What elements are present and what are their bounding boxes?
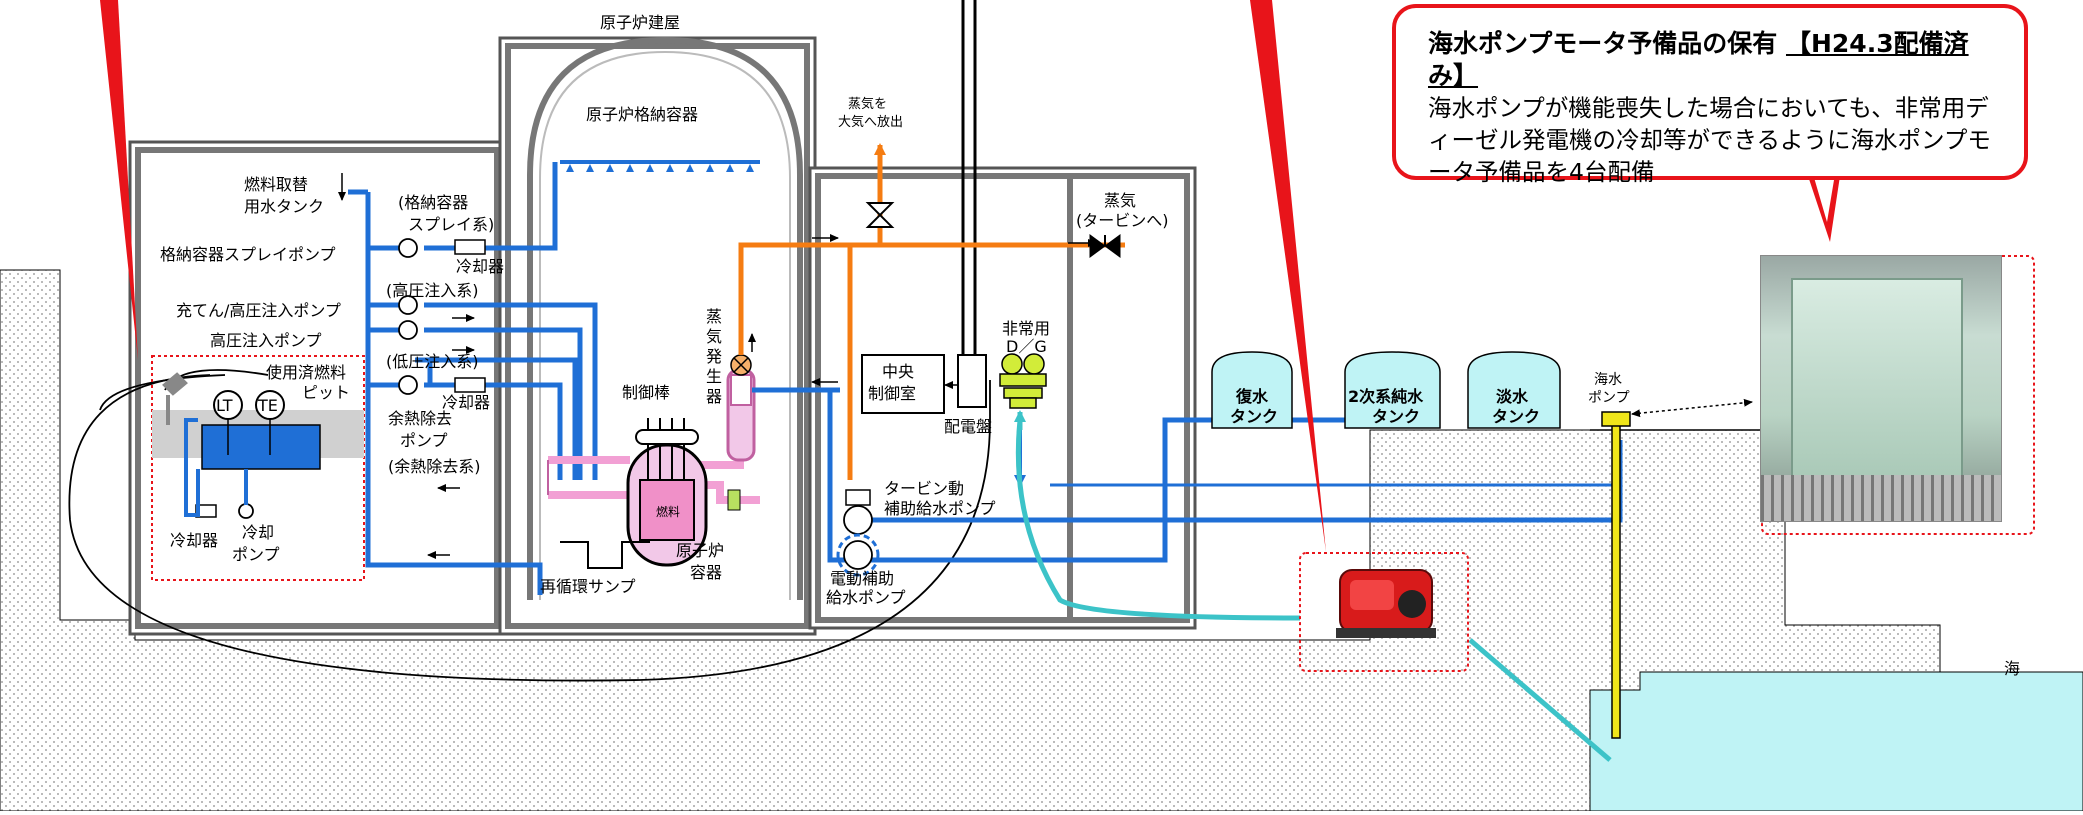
callout-box: 海水ポンプモータ予備品の保有 【H24.3配備済み】 海水ポンプが機能喪失した場…	[1392, 4, 2028, 180]
hpi-system-label: (高圧注入系)	[386, 281, 479, 300]
callout-title: 海水ポンプモータ予備品の保有	[1428, 29, 1777, 58]
control-rods-label: 制御棒	[622, 383, 670, 402]
turbine-afw-label-2: 補助給水ポンプ	[884, 499, 996, 518]
spray-cooler-label: 冷却器	[456, 257, 504, 276]
portable-pump-image	[1336, 570, 1436, 638]
motor-spare-photo	[1760, 255, 2002, 522]
fresh-water-tank-label-2: タンク	[1492, 407, 1540, 426]
motor-afw-label-2: 給水ポンプ	[826, 588, 906, 607]
seawater-pump-column	[1612, 420, 1620, 738]
reactor-vessel-label-2: 容器	[690, 563, 722, 582]
pool-cooler-label: 冷却器	[170, 531, 218, 550]
reactor-building-label: 原子炉建屋	[600, 13, 680, 32]
seawater-pump-label-2: ポンプ	[1588, 390, 1630, 406]
pure-water-tank-label-1: 2次系純水	[1348, 387, 1424, 406]
sg-label-1: 気	[706, 327, 722, 346]
switchboard-label: 配電盤	[944, 417, 992, 436]
motor-link-arrow	[1632, 402, 1752, 414]
dg-label-2: D／G	[1006, 337, 1047, 356]
condensate-tank-label-1: 復水	[1235, 387, 1269, 406]
sg-label-2: 発	[706, 347, 722, 366]
switchboard	[958, 355, 986, 407]
charging-hpi-pump-label: 充てん/高圧注入ポンプ	[176, 301, 341, 320]
hpi-pump-label: 高圧注入ポンプ	[210, 331, 322, 350]
spray-system-label-1: (格納容器	[398, 193, 468, 212]
refueling-tank-label-1: 燃料取替	[244, 175, 308, 194]
steam-turbine-label-1: 蒸気	[1104, 191, 1136, 210]
callout-body: 海水ポンプが機能喪失した場合においても、非常用ディーゼル発電機の冷却等ができるよ…	[1428, 92, 1998, 188]
steam-release-label-1: 蒸気を	[848, 96, 887, 112]
seawater-pump-label-1: 海水	[1594, 372, 1622, 388]
control-room-label-1: 中央	[882, 362, 914, 381]
sg-label-4: 器	[706, 387, 722, 406]
lpi-system-label: (低圧注入系)	[386, 352, 479, 371]
pool-pump-label-1: 冷却	[242, 523, 274, 542]
spent-fuel-pool	[202, 425, 320, 469]
turbine-afw-label-1: タービン動	[884, 479, 964, 498]
rhr-pump-label-1: 余熱除去	[388, 409, 452, 428]
motor-afw-label-1: 電動補助	[830, 569, 894, 588]
steam-turbine-label-2: (タービンへ)	[1076, 211, 1169, 230]
sg-label-3: 生	[706, 367, 722, 386]
condensate-tank-label-2: タンク	[1230, 407, 1278, 426]
refueling-tank-label-2: 用水タンク	[244, 197, 324, 216]
sg-label-0: 蒸	[706, 307, 722, 326]
rhr-pump-label-2: ポンプ	[400, 431, 448, 450]
fresh-water-tank-label-1: 淡水	[1496, 387, 1529, 406]
reactor-vessel-label-1: 原子炉	[676, 541, 724, 560]
sea-label: 海	[2004, 659, 2020, 678]
red-pointer-center	[1250, 0, 1326, 552]
fuel-label: 燃料	[656, 504, 680, 519]
lt-label: LT	[216, 396, 233, 415]
pool-pump-label-2: ポンプ	[232, 545, 280, 564]
spent-fuel-pit-label-2: ピット	[302, 383, 350, 402]
steam-release-label-2: 大気へ放出	[838, 114, 903, 130]
sea-area	[1590, 672, 2083, 811]
dg-label-1: 非常用	[1002, 319, 1050, 338]
te-label: TE	[257, 396, 278, 415]
sump-label: 再循環サンプ	[540, 577, 636, 596]
containment-vessel-label: 原子炉格納容器	[586, 105, 698, 124]
rhr-system-label: (余熱除去系)	[388, 457, 481, 476]
control-room-label-2: 制御室	[868, 384, 916, 403]
pure-water-tank-label-2: タンク	[1372, 407, 1420, 426]
spray-pump-label: 格納容器スプレイポンプ	[160, 245, 336, 264]
spray-system-label-2: スプレイ系)	[408, 215, 494, 234]
spent-fuel-pit-label-1: 使用済燃料	[266, 363, 346, 382]
